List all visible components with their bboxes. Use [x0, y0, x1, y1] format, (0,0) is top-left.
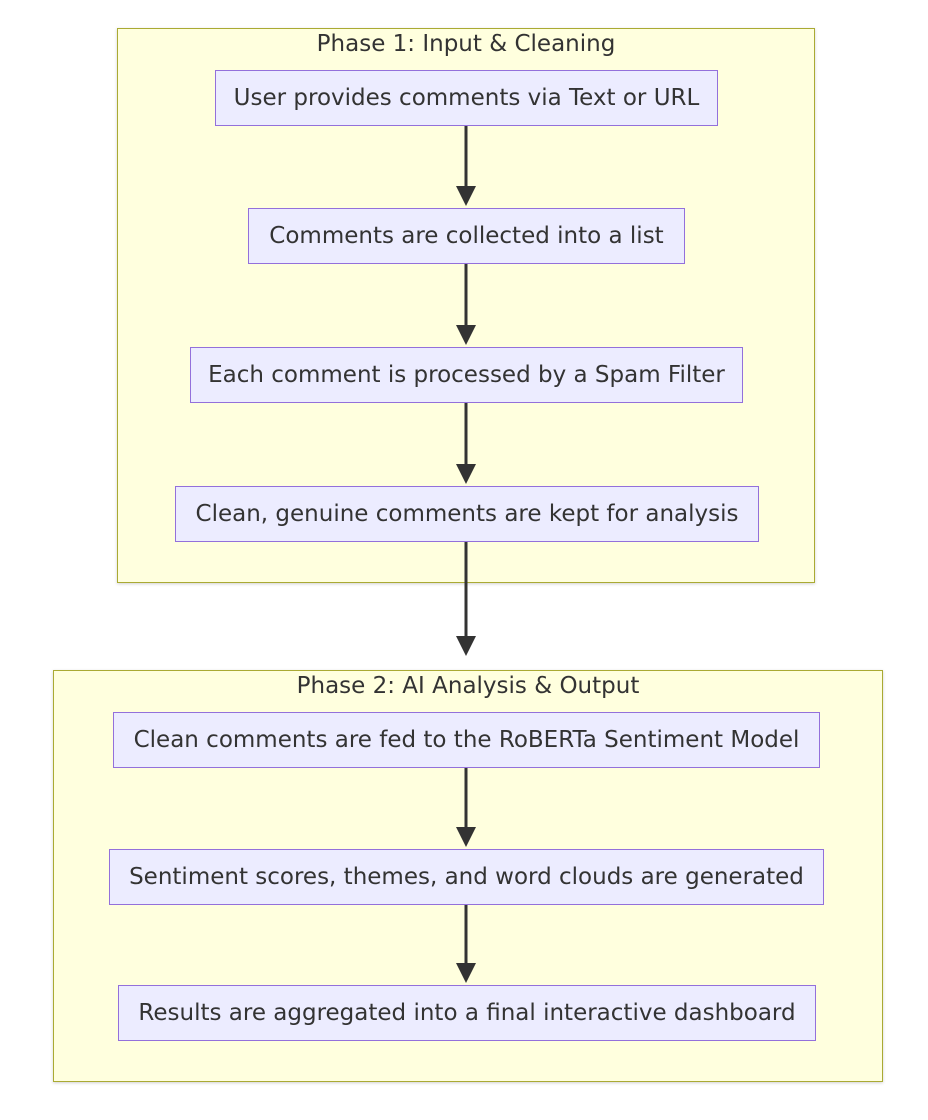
phase-2-title: Phase 2: AI Analysis & Output [296, 673, 640, 699]
step-roberta-model: Clean comments are fed to the RoBERTa Se… [113, 712, 820, 768]
step-dashboard: Results are aggregated into a final inte… [118, 985, 816, 1041]
step-spam-filter: Each comment is processed by a Spam Filt… [190, 347, 743, 403]
phase-1-title: Phase 1: Input & Cleaning [316, 31, 616, 57]
edge-phase1-to-phase2-head [456, 636, 476, 656]
step-comments-collected: Comments are collected into a list [248, 208, 685, 264]
step-user-provides-comments: User provides comments via Text or URL [215, 70, 718, 126]
step-clean-comments-kept: Clean, genuine comments are kept for ana… [175, 486, 759, 542]
step-scores-generated: Sentiment scores, themes, and word cloud… [109, 849, 824, 905]
